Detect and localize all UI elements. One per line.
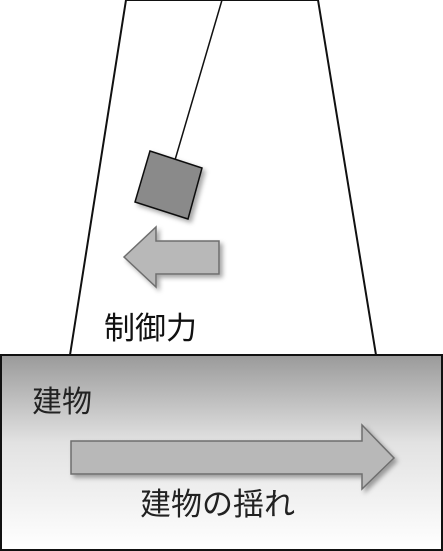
control-force-label: 制御力 bbox=[104, 311, 197, 347]
building-label: 建物 bbox=[32, 385, 92, 420]
pendulum-string bbox=[174, 0, 223, 161]
tower-outline bbox=[68, 0, 378, 356]
left-arrow-icon bbox=[122, 225, 220, 289]
pendulum-mass bbox=[134, 150, 203, 220]
building-sway-label: 建物の揺れ bbox=[140, 487, 295, 523]
right-arrow-icon bbox=[70, 423, 396, 491]
